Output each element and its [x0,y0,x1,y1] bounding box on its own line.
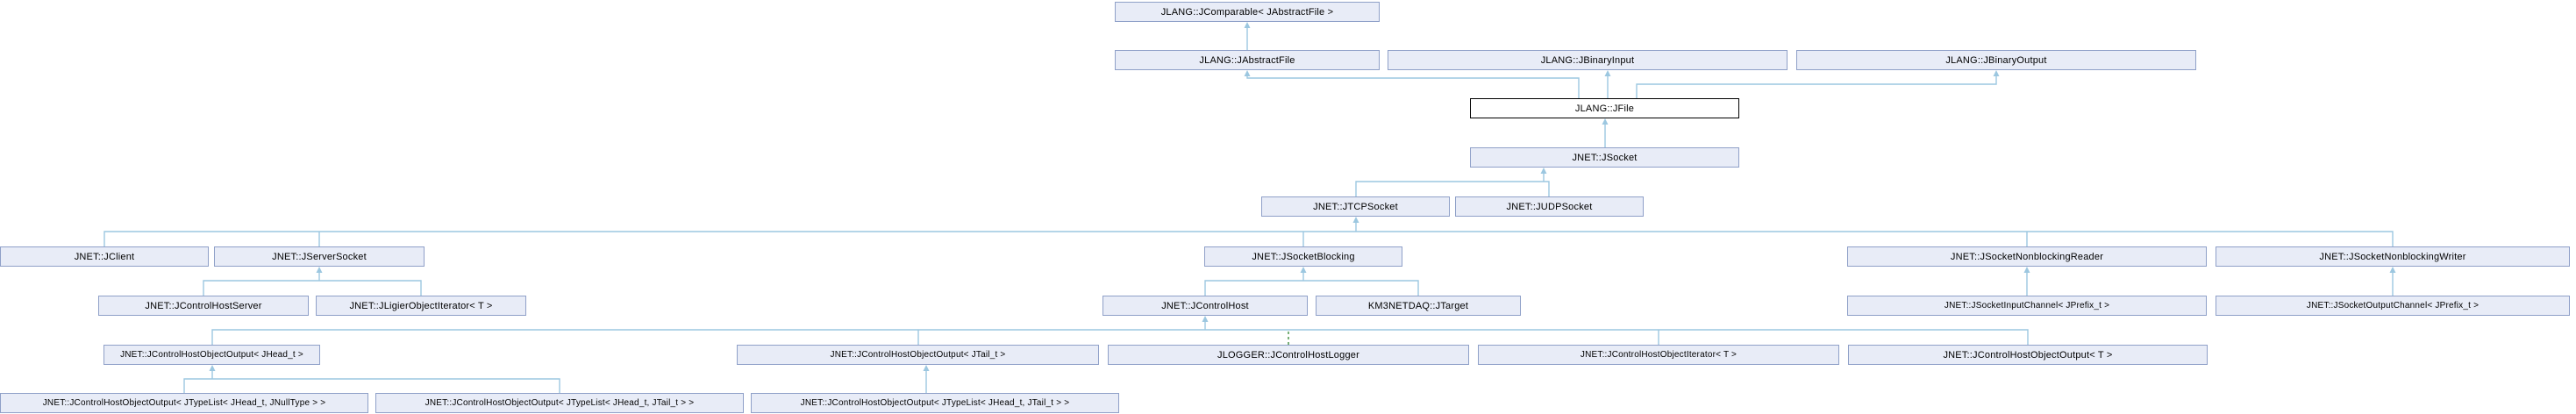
class-node-binaryinput[interactable]: JLANG::JBinaryInput [1388,50,1788,70]
class-node-comparable[interactable]: JLANG::JComparable< JAbstractFile > [1115,2,1380,22]
class-node-choo-head[interactable]: JNET::JControlHostObjectOutput< JHead_t … [103,345,320,365]
class-node-udpsocket[interactable]: JNET::JUDPSocket [1455,196,1644,217]
class-node-jclient[interactable]: JNET::JClient [0,246,209,267]
edge-blocking-children-bus [1204,280,1419,296]
class-node-inputchannel[interactable]: JNET::JSocketInputChannel< JPrefix_t > [1847,296,2207,316]
arrow-into-jsocketblocking [1300,267,1307,273]
class-node-jtarget[interactable]: KM3NETDAQ::JTarget [1316,296,1521,316]
edge-choo-head-children-bus [183,378,560,393]
arrow-into-jsocket [1540,168,1547,174]
class-node-nbreader[interactable]: JNET::JSocketNonblockingReader [1847,246,2207,267]
class-node-jsocketblocking[interactable]: JNET::JSocketBlocking [1204,246,1402,267]
class-node-cho-iterator[interactable]: JNET::JControlHostObjectIterator< T > [1478,345,1839,365]
class-node-choo-nulltype[interactable]: JNET::JControlHostObjectOutput< JTypeLis… [0,393,368,413]
arrow-into-jserversocket [316,267,323,273]
class-node-choo-t[interactable]: JNET::JControlHostObjectOutput< T > [1848,345,2208,365]
class-node-binaryoutput[interactable]: JLANG::JBinaryOutput [1796,50,2196,70]
class-node-choo-tail[interactable]: JNET::JControlHostObjectOutput< JTail_t … [737,345,1099,365]
arrow-into-controlhost [1202,316,1209,322]
edge-controlhost-children-bus [211,329,2029,345]
arrow-into-jfile [1602,118,1609,125]
class-node-nbwriter[interactable]: JNET::JSocketNonblockingWriter [2216,246,2570,267]
class-node-jserversocket[interactable]: JNET::JServerSocket [214,246,425,267]
arrow-into-nbreader [2023,267,2030,273]
class-node-tcpsocket[interactable]: JNET::JTCPSocket [1261,196,1450,217]
class-node-choo-typelist-2[interactable]: JNET::JControlHostObjectOutput< JTypeLis… [751,393,1119,413]
edge-jfile-to-binaryoutput [1636,76,1997,98]
edge-jfile-to-abstractfile [1246,76,1580,98]
edge-serversocket-children-bus [203,280,422,296]
class-node-jsocket[interactable]: JNET::JSocket [1470,147,1739,168]
class-node-choo-typelist-1[interactable]: JNET::JControlHostObjectOutput< JTypeLis… [375,393,744,413]
arrow-into-comparable [1244,22,1251,28]
edge-tcp-udp-bus [1355,181,1550,196]
class-node-abstractfile[interactable]: JLANG::JAbstractFile [1115,50,1380,70]
arrow-into-choo-head [209,365,216,371]
arrow-into-abstractfile [1244,70,1251,76]
class-node-jfile: JLANG::JFile [1470,98,1739,118]
edge-tcpsocket-children-bus [103,231,2394,246]
class-node-controlhostlogger[interactable]: JLOGGER::JControlHostLogger [1108,345,1469,365]
class-node-controlhost[interactable]: JNET::JControlHost [1102,296,1308,316]
arrow-into-binaryinput [1604,70,1611,76]
class-node-outputchannel[interactable]: JNET::JSocketOutputChannel< JPrefix_t > [2216,296,2570,316]
class-node-controlhostserver[interactable]: JNET::JControlHostServer [98,296,309,316]
arrow-into-nbwriter [2389,267,2396,273]
arrow-into-choo-tail [923,365,930,371]
class-node-ligieriterator[interactable]: JNET::JLigierObjectIterator< T > [316,296,526,316]
arrow-into-tcpsocket [1352,217,1359,223]
arrow-into-binaryoutput [1993,70,2000,76]
